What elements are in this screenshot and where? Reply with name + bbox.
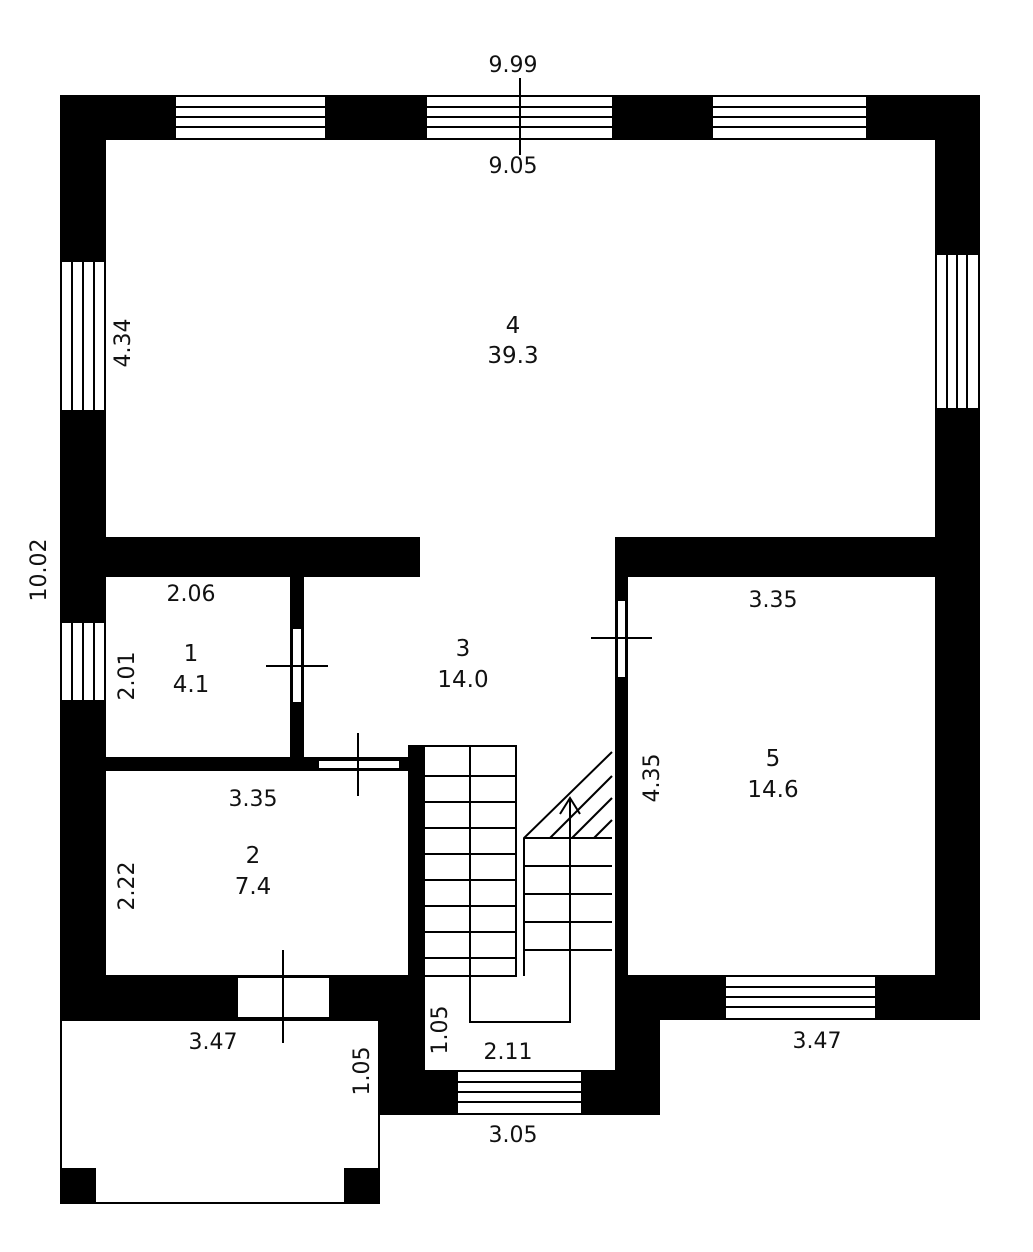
dim-vestibule-width: 2.11 <box>484 1040 533 1065</box>
window-top-3 <box>713 97 866 138</box>
dim-room2-height: 2.22 <box>115 862 140 911</box>
door-room2 <box>317 733 401 796</box>
wall-right <box>935 95 980 1020</box>
wall-interior-mid-right <box>615 537 935 577</box>
porch-outline <box>60 1019 380 1204</box>
window-left-upper <box>62 262 104 410</box>
porch-post-right <box>344 1168 380 1204</box>
dim-vestibule-depth: 1.05 <box>428 1006 453 1055</box>
wall-room2-right <box>408 745 425 980</box>
window-left-lower <box>62 623 104 700</box>
dim-vestibule-outer: 3.05 <box>489 1123 538 1148</box>
door-room5 <box>591 599 652 679</box>
wall-left <box>60 95 106 1020</box>
window-south-right <box>726 977 875 1018</box>
dim-top-outer: 9.99 <box>489 53 538 78</box>
room-4-area: 39.3 <box>487 343 538 369</box>
room-1-area: 4.1 <box>173 672 210 698</box>
room-5-area: 14.6 <box>747 777 798 803</box>
window-right <box>937 255 978 408</box>
wall-bottom-left <box>60 975 380 1020</box>
dim-room2-width: 3.35 <box>229 787 278 812</box>
dim-left-outer: 10.02 <box>27 539 52 602</box>
dim-room1-width: 2.06 <box>167 582 216 607</box>
dim-room1-height: 2.01 <box>115 652 140 701</box>
room-4-id: 4 <box>506 313 521 339</box>
dim-room4-height: 4.34 <box>111 319 136 368</box>
dim-porch-depth: 1.05 <box>350 1047 375 1096</box>
room-5-id: 5 <box>766 746 781 772</box>
window-vestibule <box>458 1072 581 1113</box>
door-porch <box>236 950 331 1043</box>
room-1-id: 1 <box>184 641 199 667</box>
dim-south-right: 3.47 <box>793 1029 842 1054</box>
window-top-1 <box>176 97 325 138</box>
dim-porch-width: 3.47 <box>189 1030 238 1055</box>
dim-top-inner: 9.05 <box>489 154 538 179</box>
room-3-id: 3 <box>456 636 471 662</box>
room-3-area: 14.0 <box>437 667 488 693</box>
dim-room5-width: 3.35 <box>749 588 798 613</box>
door-room1 <box>266 627 328 704</box>
room-2-area: 7.4 <box>235 874 272 900</box>
wall-interior-mid-left <box>106 537 420 577</box>
dim-room5-height: 4.35 <box>640 754 665 803</box>
porch-post-left <box>60 1168 96 1204</box>
staircase <box>423 745 613 1023</box>
room-2-id: 2 <box>246 843 261 869</box>
